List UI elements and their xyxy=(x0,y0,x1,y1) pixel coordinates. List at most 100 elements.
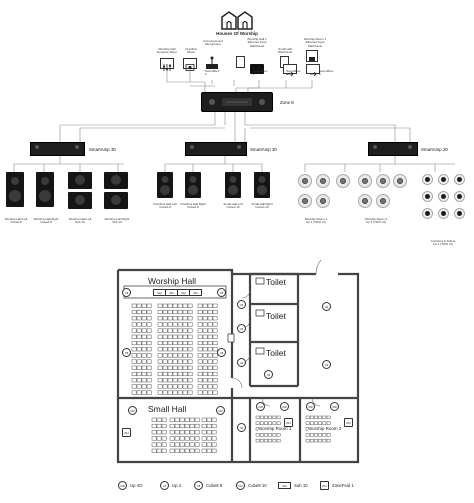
seat xyxy=(189,417,195,422)
seat xyxy=(276,415,281,420)
seat xyxy=(211,436,217,441)
microphone-icon xyxy=(205,56,219,70)
seat xyxy=(162,378,168,383)
smartamp-unit xyxy=(30,142,85,156)
seat xyxy=(197,334,203,339)
seat xyxy=(259,415,264,420)
seat xyxy=(211,430,217,435)
seat xyxy=(141,303,147,308)
cube-speaker-marker: C8 xyxy=(122,288,131,297)
soundflex-device xyxy=(250,64,264,74)
seat xyxy=(202,378,208,383)
seat xyxy=(177,390,183,395)
seat xyxy=(156,417,162,422)
ceiling-speaker xyxy=(298,174,312,188)
soundflex-device xyxy=(306,64,320,77)
seat xyxy=(184,417,190,422)
seat xyxy=(207,328,213,333)
seat xyxy=(187,384,193,389)
seat xyxy=(131,316,137,321)
speaker-label: Worship Room 1 Up 4 (TWO x2) xyxy=(304,217,328,225)
seat xyxy=(174,436,180,441)
seat xyxy=(131,322,137,327)
seat xyxy=(146,390,152,395)
seat xyxy=(167,334,173,339)
seat xyxy=(146,384,152,389)
seat xyxy=(207,378,213,383)
seat xyxy=(146,328,152,333)
seat xyxy=(212,340,218,346)
seat xyxy=(202,371,208,377)
seat xyxy=(169,430,175,435)
seat xyxy=(131,309,137,315)
seat xyxy=(131,334,137,339)
seat xyxy=(197,359,203,364)
seat xyxy=(187,309,193,315)
speaker-label: Corridors & Toilets Up 4 (TWO x2) xyxy=(430,239,456,247)
seat xyxy=(179,417,185,422)
seat xyxy=(206,417,212,422)
seat xyxy=(156,436,162,441)
up4o-marker: U40 xyxy=(306,402,315,411)
seat xyxy=(314,438,318,443)
seat xyxy=(131,359,137,364)
seat xyxy=(184,442,190,447)
seat xyxy=(157,309,163,315)
up4-marker: U4 xyxy=(237,358,246,367)
seat xyxy=(167,347,173,352)
seat xyxy=(207,365,213,370)
seat xyxy=(187,340,193,346)
seat xyxy=(136,340,142,346)
zonefeed-marker: ZF1 xyxy=(122,428,131,437)
seat xyxy=(202,359,208,364)
seat xyxy=(146,353,152,358)
legend-symbol: U4 xyxy=(160,481,169,490)
seat xyxy=(157,359,163,364)
seat xyxy=(202,334,208,339)
seat xyxy=(177,384,183,389)
seat xyxy=(131,353,137,358)
cube-speaker-marker: C8 xyxy=(122,348,131,357)
device-label: SoundFlex 2 xyxy=(205,69,220,77)
seat xyxy=(318,415,323,420)
seat xyxy=(268,438,273,443)
seat xyxy=(162,371,168,377)
up4-marker: U4 xyxy=(264,370,273,379)
seat xyxy=(151,423,157,429)
pendant-speaker xyxy=(422,174,433,185)
seat xyxy=(197,303,203,308)
seat xyxy=(255,433,260,437)
cube-speaker xyxy=(36,172,54,207)
seat xyxy=(172,316,178,321)
seat xyxy=(272,438,277,443)
seat xyxy=(194,448,200,453)
seat xyxy=(179,430,185,435)
seat xyxy=(146,378,152,383)
seat xyxy=(141,340,147,346)
cube-speaker-marker: C10 xyxy=(128,406,137,415)
seat xyxy=(207,371,213,377)
ceiling-speaker xyxy=(336,174,350,188)
seat xyxy=(151,430,157,435)
seat xyxy=(172,340,178,346)
seat xyxy=(182,359,188,364)
seat xyxy=(276,421,281,425)
seat xyxy=(157,334,163,339)
seat xyxy=(182,328,188,333)
seat xyxy=(146,309,152,315)
seat xyxy=(146,340,152,346)
seat xyxy=(162,340,168,346)
seat xyxy=(157,371,163,377)
sub-speaker-marker: S10 xyxy=(189,289,202,296)
amp-name: SmartAmp 20 xyxy=(421,147,448,152)
seat xyxy=(167,371,173,377)
seat xyxy=(182,309,188,315)
seat xyxy=(211,423,217,429)
seat xyxy=(136,303,142,308)
seat xyxy=(189,436,195,441)
seat xyxy=(167,384,173,389)
seat xyxy=(211,417,217,422)
seat xyxy=(201,417,207,422)
seat xyxy=(182,334,188,339)
seat xyxy=(162,390,168,395)
